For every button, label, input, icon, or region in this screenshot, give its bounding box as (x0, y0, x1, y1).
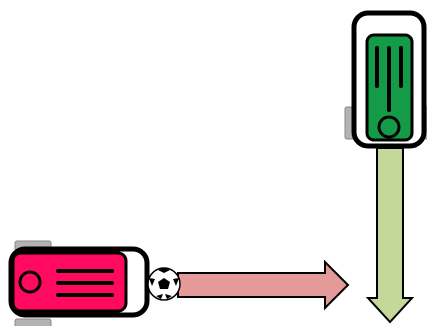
ball-arrow (178, 262, 348, 308)
red-robot-bottom-wheel (15, 319, 51, 326)
green-robot (345, 13, 427, 146)
soccer-ball (148, 268, 180, 300)
red-robot (11, 241, 147, 326)
green-arrow (368, 148, 412, 322)
